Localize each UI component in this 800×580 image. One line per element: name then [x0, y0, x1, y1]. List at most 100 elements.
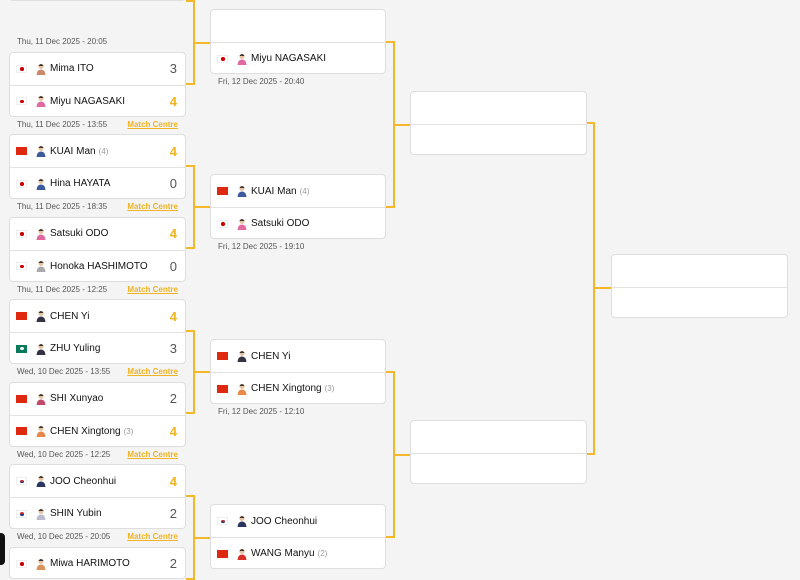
match-date: Thu, 11 Dec 2025 - 20:05: [17, 37, 108, 46]
player-score: 4: [169, 473, 177, 489]
match-date-row: Thu, 11 Dec 2025 - 18:35 Match Centre: [17, 202, 178, 211]
match-centre-link[interactable]: Match Centre: [127, 284, 178, 294]
player-name: Satsuki ODO: [251, 218, 310, 229]
player-row[interactable]: KUAI Man(4)4: [10, 135, 185, 167]
bracket-connector: [386, 206, 394, 208]
bracket-connector: [193, 536, 210, 539]
bracket-connector: [186, 330, 194, 332]
player-row[interactable]: [411, 92, 586, 124]
match-date: Thu, 11 Dec 2025 - 13:55: [17, 119, 108, 129]
bracket-connector: [186, 83, 194, 85]
player-row[interactable]: [411, 124, 586, 156]
player-name: JOO Cheonhui: [251, 515, 318, 527]
player-row[interactable]: [411, 421, 586, 453]
flag-icon-jpn: [16, 229, 27, 238]
player-avatar-icon: [36, 475, 46, 487]
player-score: 2: [169, 506, 177, 521]
player-row[interactable]: CHEN Xingtong(3)4: [10, 414, 185, 447]
match-card[interactable]: [410, 420, 587, 484]
player-row[interactable]: [612, 255, 787, 287]
player-row[interactable]: Miyu NAGASAKI: [211, 42, 385, 74]
flag-icon-chn: [16, 147, 27, 155]
floating-widget[interactable]: [0, 533, 5, 565]
player-avatar-icon: [237, 218, 247, 230]
bracket-connector: [193, 371, 210, 373]
bracket-connector: [386, 536, 394, 538]
match-date: Fri, 12 Dec 2025 - 12:10: [218, 407, 305, 416]
player-row[interactable]: CHEN Xingtong(3): [211, 372, 385, 404]
match-card[interactable]: WANG Yidi: [9, 0, 186, 1]
player-name: Miyu NAGASAKI: [251, 53, 327, 64]
match-card[interactable]: KUAI Man(4) Satsuki ODO: [210, 174, 386, 239]
player-seed: (3): [123, 426, 134, 436]
player-row[interactable]: ZHU Yuling 3: [10, 332, 185, 364]
player-score: 3: [169, 341, 177, 356]
match-date: Fri, 12 Dec 2025 - 19:10: [218, 242, 305, 251]
player-name: CHEN Xingtong: [251, 383, 322, 394]
match-centre-link[interactable]: Match Centre: [127, 449, 178, 459]
match-card[interactable]: Miyu NAGASAKI: [210, 9, 386, 74]
match-card[interactable]: [410, 91, 587, 155]
bracket-connector: [186, 495, 194, 497]
match-date-row: Thu, 11 Dec 2025 - 20:05: [17, 37, 178, 46]
match-centre-link[interactable]: Match Centre: [127, 532, 178, 541]
player-score: 4: [169, 308, 177, 324]
player-row[interactable]: WANG Yidi: [10, 0, 185, 2]
player-row[interactable]: [612, 287, 787, 319]
player-avatar-icon: [36, 508, 46, 520]
player-name: SHI Xunyao: [50, 393, 104, 404]
match-centre-link[interactable]: Match Centre: [127, 119, 178, 129]
player-seed: (3): [324, 384, 335, 393]
bracket-connector: [193, 206, 210, 208]
bracket-connector: [593, 287, 611, 289]
player-avatar-icon: [36, 310, 46, 322]
player-avatar-icon: [237, 350, 247, 362]
player-name: Miyu NAGASAKI: [50, 95, 126, 107]
player-name: KUAI Man: [50, 145, 96, 157]
match-card[interactable]: [611, 254, 788, 318]
player-avatar-icon: [36, 260, 46, 272]
player-row[interactable]: WANG Manyu(2): [211, 537, 385, 569]
player-avatar-icon: [237, 515, 247, 527]
flag-icon-chn: [16, 427, 27, 435]
player-score: 0: [169, 176, 177, 191]
match-centre-link[interactable]: Match Centre: [127, 367, 178, 376]
player-name: ZHU Yuling: [50, 343, 101, 354]
player-row[interactable]: [211, 10, 385, 42]
player-row[interactable]: JOO Cheonhui: [211, 505, 385, 537]
player-row[interactable]: CHEN Yi: [211, 340, 385, 372]
player-name: KUAI Man: [251, 185, 297, 197]
match-date: Wed, 10 Dec 2025 - 13:55: [17, 367, 111, 376]
player-row[interactable]: [411, 453, 586, 485]
player-row[interactable]: KUAI Man(4): [211, 175, 385, 207]
player-row[interactable]: Satsuki ODO: [211, 207, 385, 239]
player-avatar-icon: [36, 228, 46, 240]
player-name: Honoka HASHIMOTO: [50, 260, 148, 272]
bracket-connector: [386, 41, 394, 43]
bracket-connector: [386, 371, 394, 373]
match-centre-link[interactable]: Match Centre: [127, 202, 178, 211]
flag-icon-chn: [217, 384, 228, 393]
match-date: Thu, 11 Dec 2025 - 18:35: [17, 202, 108, 211]
